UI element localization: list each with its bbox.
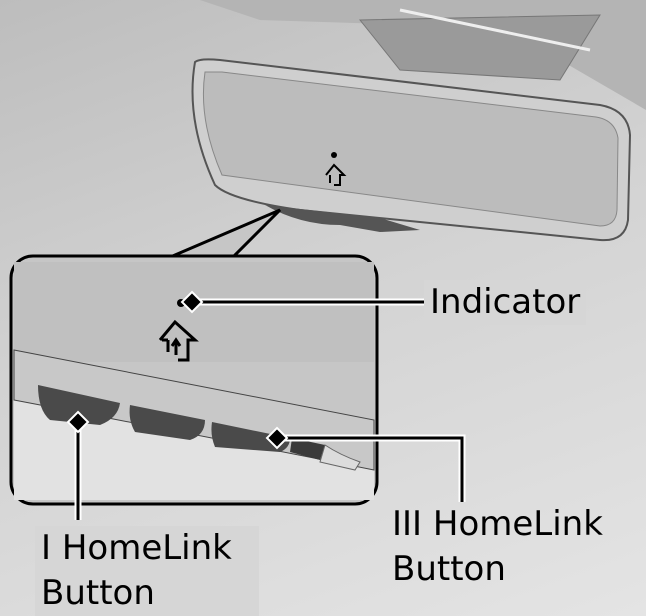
mirror-homelink-icon bbox=[325, 152, 347, 186]
button-three-label: III HomeLink Button bbox=[386, 502, 609, 592]
indicator-label: Indicator bbox=[424, 280, 587, 325]
overhead-console bbox=[358, 14, 601, 81]
callout-pointer bbox=[167, 208, 282, 260]
button-three-label-line2: Button bbox=[392, 549, 506, 589]
console-highlight bbox=[399, 8, 591, 52]
button-one-label-line1: I HomeLink bbox=[41, 528, 232, 568]
button-three-label-line1: III HomeLink bbox=[392, 504, 603, 544]
button-one-label: I HomeLink Button bbox=[35, 526, 259, 616]
mirror bbox=[191, 58, 632, 242]
leader-lines bbox=[74, 298, 466, 520]
homelink-buttons bbox=[38, 385, 361, 471]
homelink-house-icon bbox=[158, 319, 199, 362]
button-one-label-line2: Button bbox=[41, 573, 155, 613]
mirror-buttons bbox=[265, 205, 420, 232]
leader-diamonds bbox=[66, 290, 289, 450]
